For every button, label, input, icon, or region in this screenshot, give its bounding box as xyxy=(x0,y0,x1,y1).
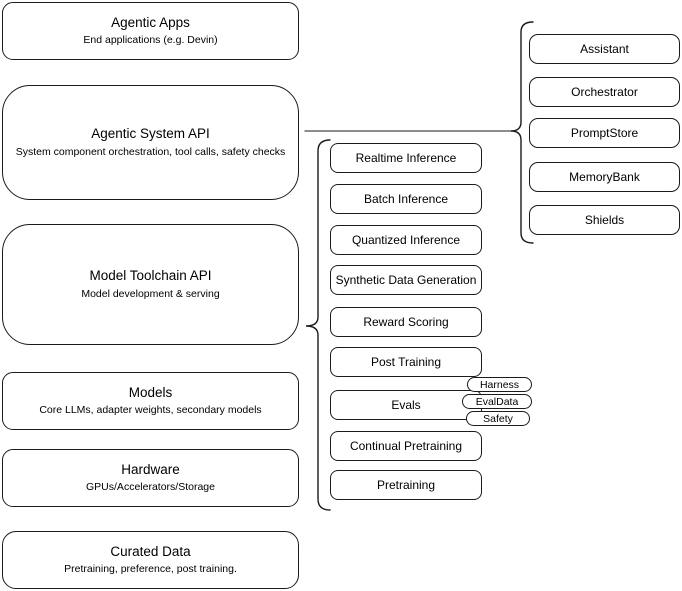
box-subtitle: Pretraining, preference, post training. xyxy=(64,563,237,576)
system-item-promptstore: PromptStore xyxy=(529,118,680,148)
toolchain-item-evals: Evals xyxy=(330,390,482,420)
evals-tag-harness: Harness xyxy=(467,377,532,392)
box-subtitle: Model development & serving xyxy=(81,287,220,300)
evals-tag-evaldata: EvalData xyxy=(462,394,532,409)
toolchain-item-realtime-inference: Realtime Inference xyxy=(330,143,482,173)
box-subtitle: System component orchestration, tool cal… xyxy=(15,145,286,158)
stack-box-model-toolchain-api: Model Toolchain API Model development & s… xyxy=(2,224,299,345)
system-item-orchestrator: Orchestrator xyxy=(529,77,680,107)
box-subtitle: GPUs/Accelerators/Storage xyxy=(86,481,215,494)
toolchain-item-post-training: Post Training xyxy=(330,347,482,377)
toolchain-item-continual-pretraining: Continual Pretraining xyxy=(330,431,482,461)
toolchain-item-synthetic-data-generation: Synthetic Data Generation xyxy=(330,265,482,295)
box-title: Agentic Apps xyxy=(111,14,190,30)
toolchain-item-reward-scoring: Reward Scoring xyxy=(330,307,482,337)
box-subtitle: Core LLMs, adapter weights, secondary mo… xyxy=(39,404,262,417)
toolchain-item-batch-inference: Batch Inference xyxy=(330,184,482,214)
box-title: Curated Data xyxy=(110,543,191,559)
box-title: Model Toolchain API xyxy=(89,268,212,284)
system-item-shields: Shields xyxy=(529,205,680,235)
system-item-memorybank: MemoryBank xyxy=(529,162,680,192)
toolchain-item-quantized-inference: Quantized Inference xyxy=(330,225,482,255)
toolchain-item-pretraining: Pretraining xyxy=(330,470,482,500)
stack-box-agentic-system-api: Agentic System API System component orche… xyxy=(2,85,299,200)
evals-tag-safety: Safety xyxy=(466,411,530,426)
box-title: Models xyxy=(128,384,173,400)
toolchain-brace xyxy=(305,139,331,511)
box-title: Agentic System API xyxy=(91,126,210,142)
box-subtitle: End applications (e.g. Devin) xyxy=(83,34,218,47)
box-title: Hardware xyxy=(121,461,180,477)
system-item-assistant: Assistant xyxy=(529,34,680,64)
